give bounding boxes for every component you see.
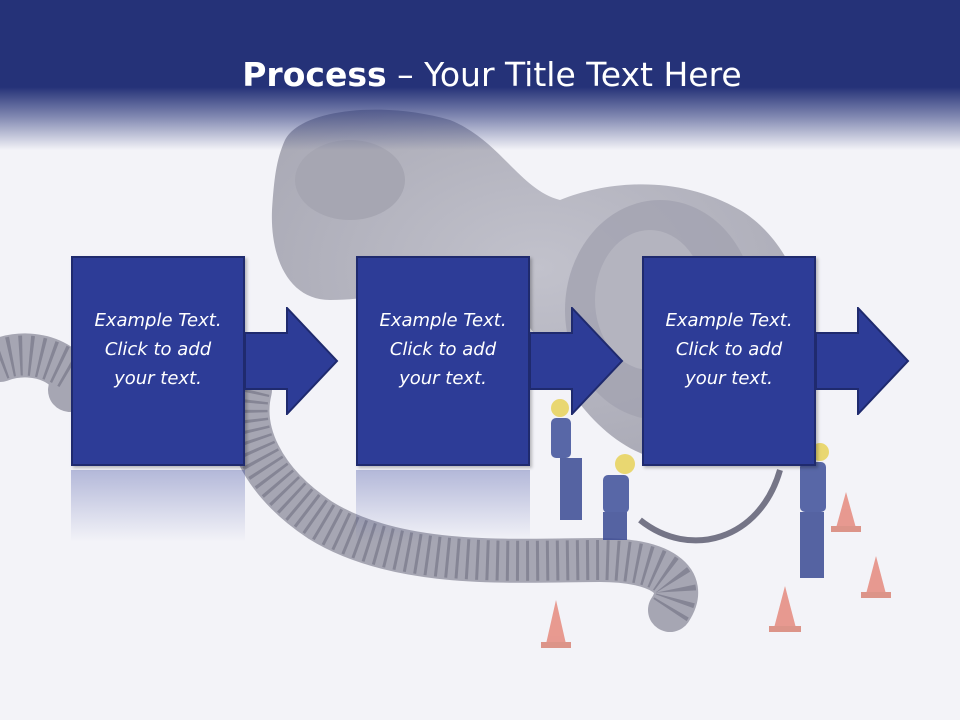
step-3-text[interactable]: Example Text. Click to add your text.: [659, 306, 798, 393]
step-2-text[interactable]: Example Text. Click to add your text.: [373, 306, 512, 393]
step-2-line-1: Example Text.: [379, 309, 507, 331]
step-1-text[interactable]: Example Text. Click to add your text.: [88, 306, 227, 393]
step-3-box[interactable]: Example Text. Click to add your text.: [642, 256, 816, 466]
step-2-arrow-icon: [530, 307, 624, 415]
step-1-line-1: Example Text.: [94, 309, 222, 331]
step-1-arrow-icon: [245, 307, 339, 415]
title-rest: – Your Title Text Here: [386, 55, 742, 94]
title-bold: Process: [242, 55, 387, 94]
step-3-arrow-icon: [816, 307, 910, 415]
step-3-line-1: Example Text.: [665, 309, 793, 331]
slide-title[interactable]: Process – Your Title Text Here: [0, 52, 960, 98]
step-1-box[interactable]: Example Text. Click to add your text.: [71, 256, 245, 466]
step-2-box[interactable]: Example Text. Click to add your text.: [356, 256, 530, 466]
step-1-line-2: Click to add: [104, 338, 212, 360]
step-1-line-3: your text.: [114, 367, 202, 389]
step-2-line-2: Click to add: [389, 338, 497, 360]
step-2-line-3: your text.: [399, 367, 487, 389]
title-band: [0, 0, 960, 150]
step-3-line-2: Click to add: [675, 338, 783, 360]
step-2-reflection: [356, 470, 530, 542]
step-1-reflection: [71, 470, 245, 542]
step-3-line-3: your text.: [685, 367, 773, 389]
